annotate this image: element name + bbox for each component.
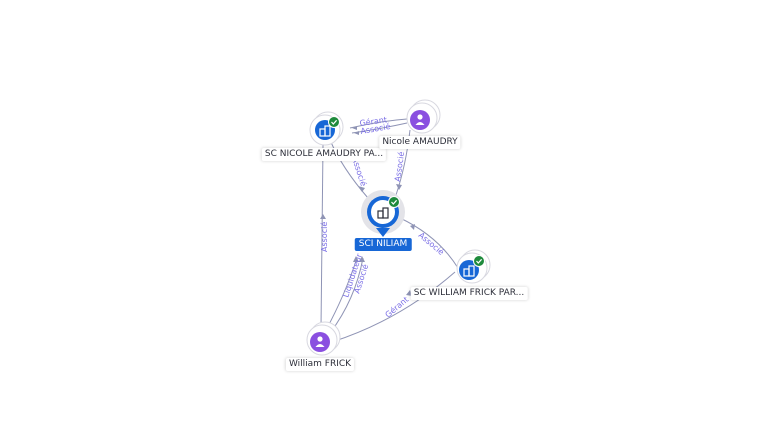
verified-check-icon [388,196,400,208]
edge-scwilliam-sciniliam[interactable] [399,217,459,269]
person-icon [415,114,425,125]
edge-scnicole-sciniliam[interactable] [329,139,369,199]
edge-label-associe: Associé [319,222,329,252]
building-icon [377,207,389,219]
arrow-icon [320,214,326,219]
arrow-icon [410,224,415,230]
arrow-icon [353,256,359,262]
node-label-william-frick[interactable]: William FRICK [285,358,355,371]
node-label-sc-nicole-amaudry[interactable]: SC NICOLE AMAUDRY PA... [261,148,387,161]
node-label-sc-william-frick[interactable]: SC WILLIAM FRICK PAR... [410,287,528,300]
verified-check-icon [473,255,485,267]
edge-label-associe: Associé [392,151,406,182]
node-sci-niliam[interactable] [361,190,405,237]
node-william-frick[interactable] [306,321,341,356]
edge-william-scnicole[interactable] [320,144,324,329]
node-sc-nicole-amaudry[interactable] [309,111,344,146]
building-icon [463,265,475,277]
node-label-sci-niliam[interactable]: SCI NILIAM [354,238,412,251]
arrow-icon [354,131,359,135]
building-icon [319,125,331,137]
arrow-icon [352,126,357,130]
arrow-icon [359,256,365,262]
node-sc-william-frick[interactable] [456,249,491,284]
arrow-icon [358,186,365,192]
node-label-nicole-amaudry[interactable]: Nicole AMAUDRY [379,136,461,149]
node-nicole-amaudry[interactable] [406,99,441,134]
arrow-icon [396,184,402,190]
edge-label-associe: Associé [417,230,447,257]
person-icon [315,336,325,347]
verified-check-icon [328,116,340,128]
edge-label-gerant: Gérant [359,114,388,128]
edge-label-gerant: Gérant [383,294,411,319]
arrow-icon [406,290,412,296]
edge-william-scwilliam[interactable] [331,271,456,343]
